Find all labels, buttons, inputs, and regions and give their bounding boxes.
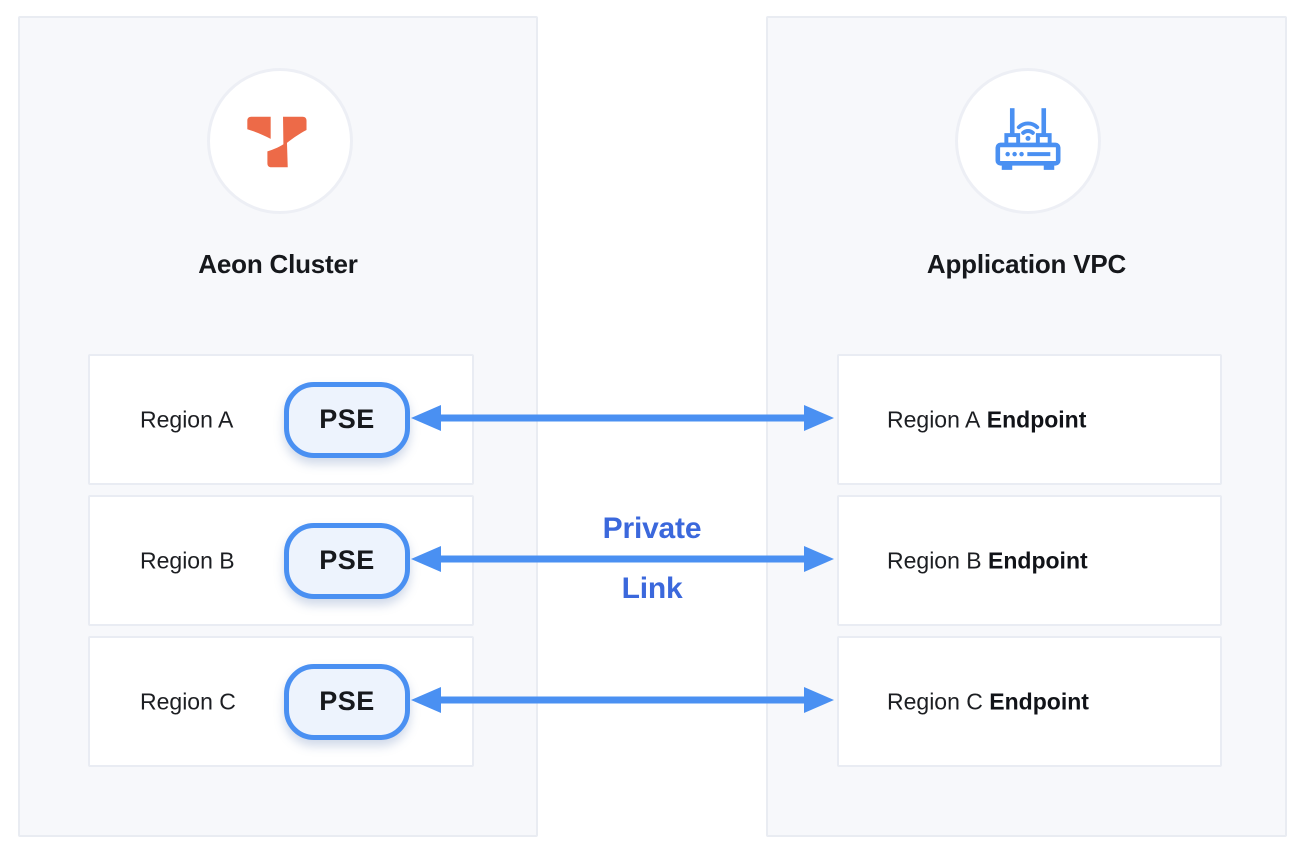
private-link-label-line2: Link [621,572,683,605]
endpoint-text: Endpoint [986,406,1087,432]
pse-badge-label: PSE [319,404,375,434]
region-c-endpoint-label: Region C Endpoint [887,688,1089,715]
region-text: Region B [887,547,982,573]
region-c-pse-row: Region C PSE [88,636,474,767]
private-link-arrow-region-c [410,684,835,716]
endpoint-text: Endpoint [988,547,1088,573]
region-a-label: Region A [140,406,234,432]
aeon-cluster-circle [207,68,353,214]
private-link-arrow-region-a [410,402,835,434]
aeon-cluster-panel: Aeon Cluster Region A PSE Region B PSE R… [18,16,538,837]
region-b-label: Region B [140,547,235,573]
region-b-endpoint-label: Region B Endpoint [887,547,1088,574]
region-b-pse-badge: PSE [284,522,410,599]
region-a-pse-badge: PSE [284,381,410,458]
application-vpc-panel: Application VPC Region A Endpoint Region… [766,16,1287,837]
pse-badge-label: PSE [319,686,375,716]
region-text: Region C [887,688,983,714]
region-a-endpoint-label: Region A Endpoint [887,406,1086,433]
region-a-pse-row: Region A PSE [88,354,474,485]
pse-badge-label: PSE [319,545,375,575]
aeon-cluster-title: Aeon Cluster [198,249,358,279]
region-a-endpoint-row: Region A Endpoint [837,354,1222,485]
application-vpc-title: Application VPC [926,249,1127,279]
endpoint-text: Endpoint [989,688,1089,714]
private-link-arrow-region-b [410,543,835,575]
region-b-pse-row: Region B PSE [88,495,474,626]
region-c-pse-badge: PSE [284,663,410,740]
private-link-label-line1: Private [602,512,702,545]
region-text: Region A [887,406,981,432]
aeon-logo-icon [238,99,322,183]
region-c-endpoint-row: Region C Endpoint [837,636,1222,767]
region-c-label: Region C [140,688,236,714]
region-b-endpoint-row: Region B Endpoint [837,495,1222,626]
router-icon [986,99,1070,183]
application-vpc-circle [955,68,1101,214]
